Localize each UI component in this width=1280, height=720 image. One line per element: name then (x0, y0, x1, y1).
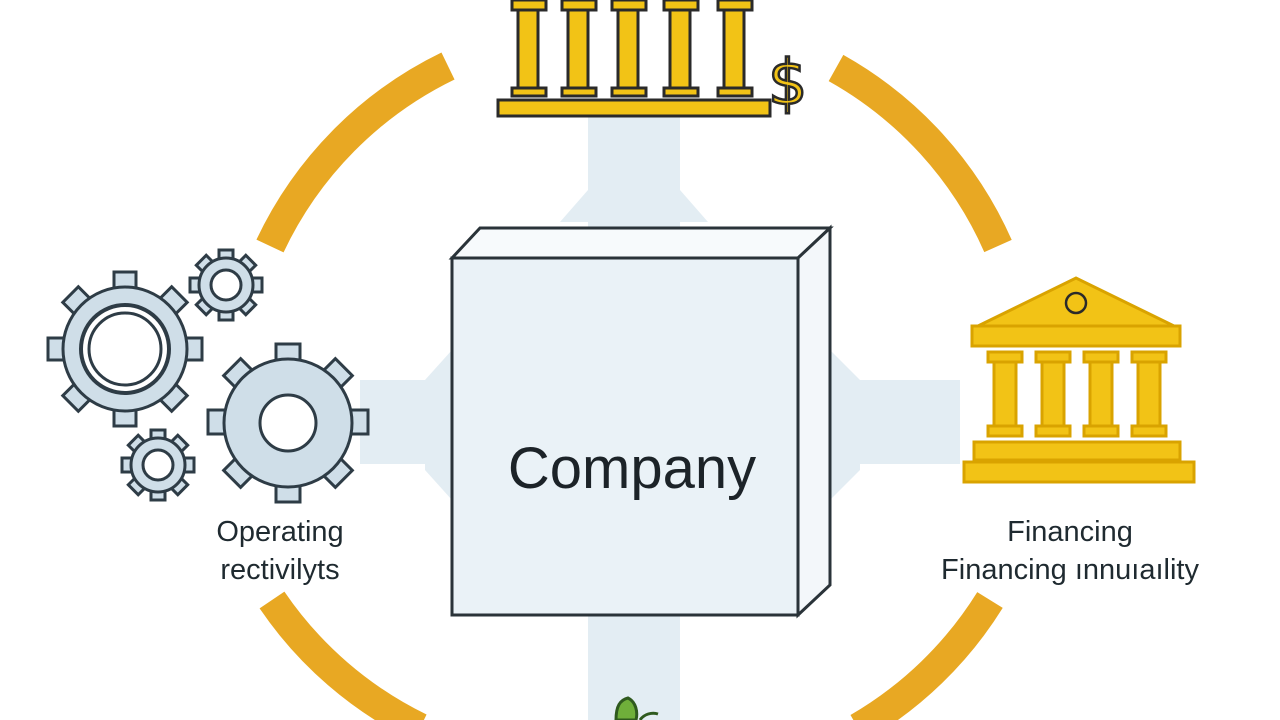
bank-building-icon (962, 276, 1196, 484)
company-box-side-face (796, 224, 832, 619)
ring-arc-bottom-left (259, 591, 427, 720)
connector-flare-right (830, 350, 860, 500)
ring (256, 52, 1012, 720)
gear-small-bottom (120, 428, 196, 502)
company-box-top-face (448, 226, 834, 260)
gears-icon (46, 248, 370, 504)
financing-label-line1: Financing (1007, 516, 1133, 548)
bank-step-lower (962, 460, 1196, 484)
company-box (448, 224, 834, 619)
sprout-icon (614, 696, 659, 720)
bank-columns-dollar-icon: $ (496, 0, 809, 120)
ring-arc-bottom-right (850, 591, 1003, 720)
operating-label-line2: rectivilyts (220, 554, 340, 586)
connector-flare-left (425, 350, 452, 500)
financing-activities-label: Financing Financing ınnuıaılity (900, 518, 1240, 594)
operating-activities-label: Operating rectivilyts (170, 518, 390, 594)
ring-arc-top-left (256, 52, 455, 253)
connector-flare-top (560, 190, 708, 222)
bank-step-upper (972, 440, 1182, 462)
bank-roof-emblem (1064, 291, 1088, 315)
gear-large (46, 270, 204, 428)
bank-entablature (970, 324, 1182, 348)
company-box-front-face (450, 256, 800, 617)
dollar-sign: $ (768, 46, 807, 119)
company-label: Company (507, 436, 757, 501)
financing-label-line2: Financing ınnuıaılity (941, 554, 1199, 586)
ring-arc-top-right (828, 54, 1012, 253)
gear-medium (206, 342, 370, 504)
operating-label-line1: Operating (216, 516, 344, 548)
gear-small-top (188, 248, 264, 322)
